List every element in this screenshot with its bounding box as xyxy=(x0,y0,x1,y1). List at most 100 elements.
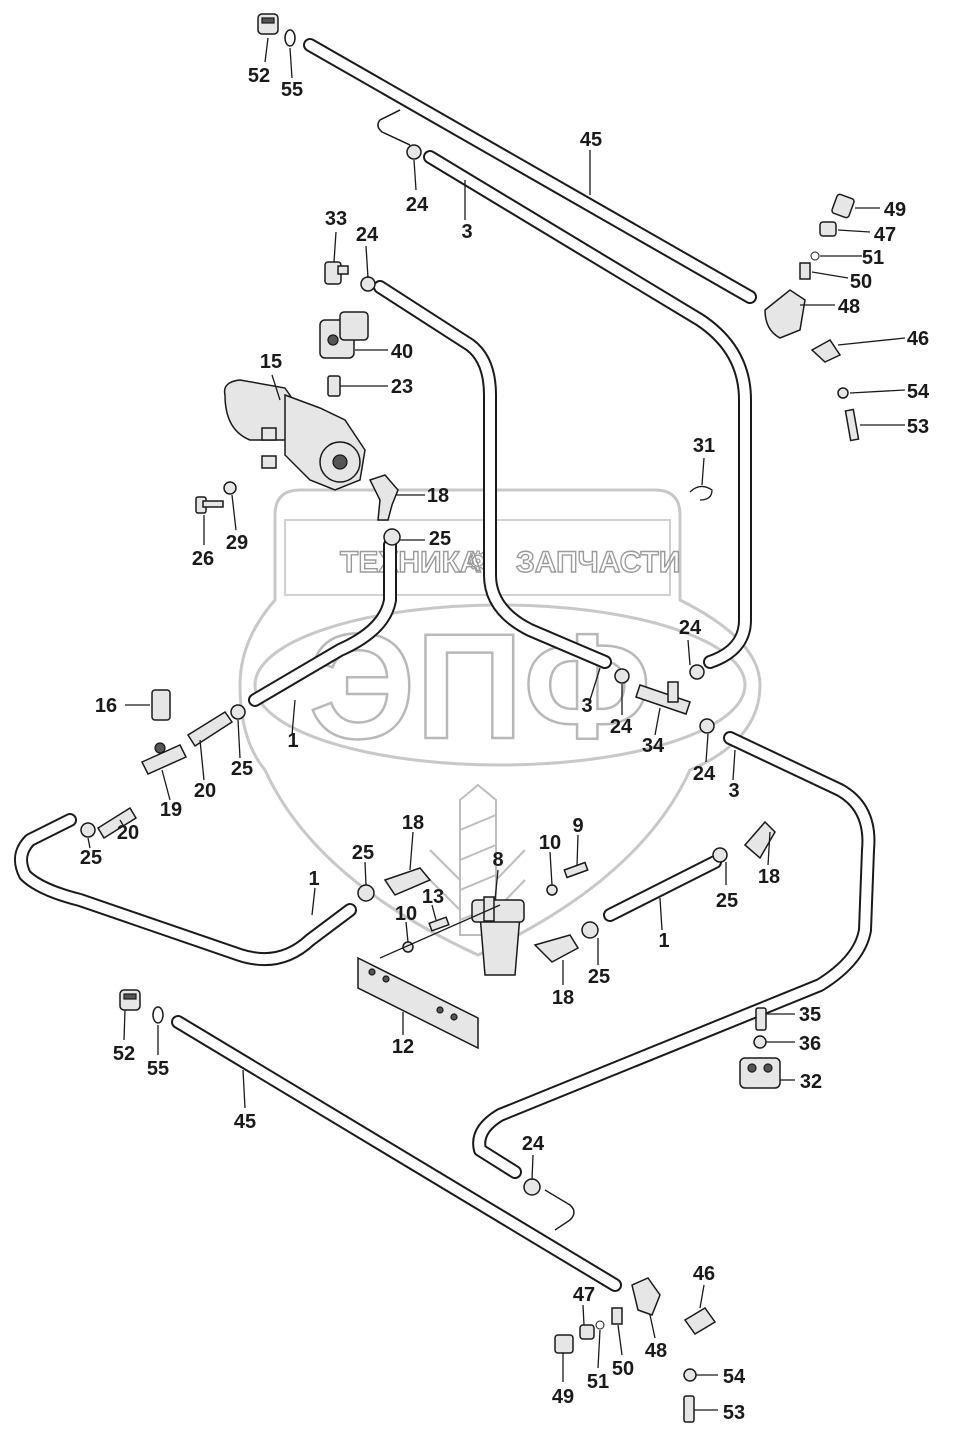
callout: 1 xyxy=(287,730,298,752)
callout: 53 xyxy=(723,1402,745,1424)
callout: 47 xyxy=(874,224,896,246)
bolt-icon xyxy=(563,861,589,879)
callout: 18 xyxy=(758,866,780,888)
bolt-icon xyxy=(195,496,224,514)
callout: 9 xyxy=(572,815,583,837)
washer-icon xyxy=(753,1035,767,1049)
callout: 24 xyxy=(693,763,716,785)
callout: 25 xyxy=(588,966,610,988)
connector-icon xyxy=(96,806,138,840)
bolt-icon xyxy=(819,221,837,237)
callout: 24 xyxy=(522,1133,545,1155)
bolt-icon xyxy=(611,1307,623,1325)
tee-fitting-icon xyxy=(635,681,691,715)
bracket-icon xyxy=(764,289,806,339)
wheat-icon xyxy=(429,783,526,936)
callout: 1 xyxy=(308,868,319,890)
washer-icon xyxy=(223,481,237,495)
connector-icon xyxy=(186,710,234,748)
callout: 24 xyxy=(406,194,429,216)
washer-icon xyxy=(683,1368,697,1382)
callout: 18 xyxy=(427,485,449,507)
washer-icon xyxy=(546,884,558,896)
callout: 1 xyxy=(658,930,669,952)
hose-clamp-icon xyxy=(523,1178,541,1196)
solenoid-valve-icon xyxy=(319,311,369,359)
callout: 13 xyxy=(422,886,444,908)
hose-clamp-icon xyxy=(230,704,246,720)
washer-icon xyxy=(837,387,849,399)
nut-icon xyxy=(831,193,855,219)
callout: 52 xyxy=(248,65,270,87)
watermark-right-text: ЗАПЧАСТИ xyxy=(516,546,680,579)
tubes xyxy=(14,38,876,1292)
hose-clamp-icon xyxy=(683,1307,717,1335)
callout: 3 xyxy=(461,221,472,243)
callout: 19 xyxy=(160,799,182,821)
callout: 46 xyxy=(693,1263,715,1285)
callout: 53 xyxy=(907,416,929,438)
callout: 10 xyxy=(539,832,561,854)
callout: 8 xyxy=(492,849,503,871)
callout: 24 xyxy=(679,617,702,639)
callout: 34 xyxy=(642,735,665,757)
callout: 24 xyxy=(356,224,379,246)
callout: 48 xyxy=(838,296,860,318)
o-ring-icon xyxy=(595,1320,605,1330)
callout: 20 xyxy=(194,780,216,802)
hose-clamp-icon xyxy=(810,339,842,363)
callout: 12 xyxy=(392,1036,414,1058)
callout: 25 xyxy=(429,528,451,550)
bracket-icon xyxy=(739,1057,781,1089)
elbow-fitting-icon xyxy=(368,474,399,521)
callout: 46 xyxy=(907,328,929,350)
hose-clamp-icon xyxy=(360,276,376,292)
callout: 50 xyxy=(850,271,872,293)
parts xyxy=(80,13,860,1423)
callout: 23 xyxy=(391,376,413,398)
bolt-icon xyxy=(579,1324,595,1340)
callout: 10 xyxy=(395,903,417,925)
hose-clamp-icon xyxy=(699,718,715,734)
callout: 49 xyxy=(552,1386,574,1408)
callout: 48 xyxy=(645,1340,667,1362)
o-ring-icon xyxy=(810,251,820,261)
elbow-fitting-icon xyxy=(743,820,776,860)
callout-labels: 52 55 45 24 3 49 47 51 50 48 46 54 53 3 3… xyxy=(80,65,930,1424)
callout: 49 xyxy=(884,199,906,221)
o-ring-icon xyxy=(284,29,296,47)
callout: 51 xyxy=(862,247,884,269)
callout: 55 xyxy=(147,1058,169,1080)
callout: 47 xyxy=(573,1284,595,1306)
callout: 20 xyxy=(117,822,139,844)
callout: 52 xyxy=(113,1043,135,1065)
pump-icon xyxy=(223,379,366,491)
fitting-icon xyxy=(327,375,341,397)
callout: 40 xyxy=(391,341,413,363)
nut-icon xyxy=(119,989,141,1011)
solenoid-valve-icon xyxy=(324,261,349,285)
watermark-logo-letters: ЭПФ xyxy=(309,602,652,770)
callout: 3 xyxy=(728,780,739,802)
callout: 16 xyxy=(95,695,117,717)
hose-clamp-icon xyxy=(383,528,401,546)
bolt-icon xyxy=(844,408,860,442)
filter-icon xyxy=(471,896,525,976)
callout: 25 xyxy=(352,842,374,864)
watermark-left-text: ТЕХНИКА xyxy=(340,546,482,579)
callout: 29 xyxy=(226,532,248,554)
callout: 54 xyxy=(723,1366,746,1388)
callout: 15 xyxy=(260,351,282,373)
bracket-icon xyxy=(357,956,479,1050)
callout: 45 xyxy=(580,129,602,151)
callout: 31 xyxy=(693,435,715,457)
callout: 3 xyxy=(581,695,592,717)
o-ring-icon xyxy=(152,1006,164,1024)
callout: 26 xyxy=(192,548,214,570)
bolt-icon xyxy=(755,1007,767,1031)
bolt-icon xyxy=(799,262,811,280)
elbow-fitting-icon xyxy=(383,867,432,896)
callout: 25 xyxy=(80,847,102,869)
